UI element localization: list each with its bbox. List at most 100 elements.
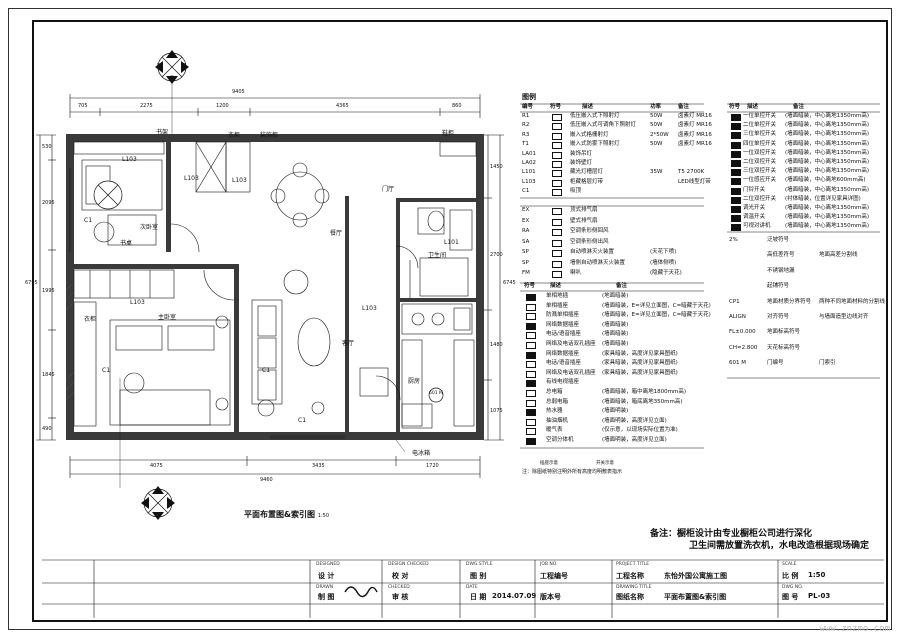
legend-symbol-icon	[552, 260, 562, 268]
label-bookshelf: 书架	[156, 129, 169, 136]
tag-l103: L103	[232, 177, 247, 184]
dim-right-4: 1075	[490, 408, 503, 414]
label-wardrobe-master: 衣柜	[84, 316, 97, 323]
legend-symbol-icon	[526, 351, 536, 359]
tb-date-label: DATE	[466, 585, 478, 590]
tb-dwgname: 平面布置图&索引图	[664, 593, 727, 601]
legend-symbol-icon	[552, 170, 562, 178]
dim-left-4: 1845	[42, 372, 55, 378]
legend-symbol-icon	[731, 141, 741, 149]
watermark: www.znzmo.com	[819, 624, 890, 634]
legend-symbol-icon	[731, 224, 741, 232]
legend-title: 图例	[522, 93, 536, 101]
plan-caption-scale: 1:50	[317, 513, 330, 519]
dim-top-1: 705	[78, 103, 88, 109]
drawing-border	[32, 20, 888, 622]
legend-outlet-row: 网络数据插座(墙面暗装)	[520, 321, 706, 330]
legend-symbol-icon	[526, 438, 536, 445]
dim-right-total: 6745	[503, 280, 516, 286]
legend-switch-row: 二位单控开关(墙面暗装，中心离地1350mm高)	[727, 121, 881, 131]
legend-symbol-icon	[526, 303, 536, 311]
legend-switch-row: 一位感应开关(墙面暗装，中心离地600mm高)	[727, 176, 881, 186]
legend-outlet-row: 网络及电话双孔插座(墙面暗装)	[520, 340, 706, 349]
legend-symbol-icon	[552, 239, 562, 247]
plan-caption-text: 平面布置图&索引图	[244, 510, 315, 519]
legend-switch-row: 一位双控开关(墙面暗装，中心离地1350mm高)	[727, 149, 881, 158]
legend-switch-row: 二位双控开关(墙面暗装，中心离地1350mm高)	[727, 158, 881, 167]
tb-designed-label: DESIGNED	[316, 562, 340, 567]
tb-date-key: 日 期	[470, 593, 487, 601]
label-foyer: 门厅	[382, 186, 395, 193]
legend-misc-row: 起铺符号	[767, 283, 790, 290]
tag-l103: L103	[362, 305, 377, 312]
tb-dwgtitle-label: DRAWING TITLE	[616, 585, 652, 590]
tb-checked-label: DESIGN CHECKED	[388, 562, 429, 567]
tag-l103: L103	[122, 156, 137, 163]
plan-caption: 平面布置图&索引图 1:50	[244, 509, 329, 520]
legend-outlet-row: 网络及电话双孔插座(家具暗装，高度详见家具图纸)	[520, 369, 706, 378]
legend-symbol-icon	[552, 208, 562, 215]
legend-symbol-icon	[731, 196, 741, 204]
legend-symbol-icon	[552, 161, 562, 168]
tb-drawn-label: DRAWN	[316, 585, 334, 590]
dim-top-3: 1200	[216, 103, 229, 109]
dim-bottom-2: 3435	[312, 463, 325, 469]
legend-switch-row: 一位单控开关(墙面暗装，中心离地1350mm高)	[727, 112, 881, 121]
legend-symbol-icon	[731, 160, 741, 167]
legend-outlet-row: 总电箱(墙面暗装，箱中离地1800mm高)	[520, 388, 706, 397]
dim-left-3: 1995	[42, 288, 55, 294]
legend-outlet-row: 有线电视插座	[520, 378, 706, 388]
legend-outlet-row: 热水器(墙面明装)	[520, 407, 706, 417]
legend-misc-row: 不锈钢地漏	[767, 267, 795, 274]
tb-approved-label: CHECKED	[388, 585, 410, 590]
legend-symbol-icon	[552, 151, 562, 159]
legend-symbol-icon	[552, 229, 562, 236]
tb-jobno: 工程编号	[540, 572, 568, 580]
tb-projname: 东怡外国公寓施工图	[664, 572, 727, 580]
legend-misc-row: 高低差符号地面高差分割线	[767, 252, 858, 259]
legend-symbol-icon	[552, 271, 562, 278]
legend-outlet-row: 暖气表(仅示意，以现场实际位置为准)	[520, 426, 706, 436]
tag-c1: C1	[102, 367, 111, 374]
legend-symbol-icon	[526, 342, 536, 349]
legend-symbol-icon	[731, 150, 741, 158]
index-letter-b: B	[183, 63, 187, 69]
label-desk: 书桌	[120, 240, 133, 247]
legend-symbol-icon	[552, 132, 562, 140]
note-line-2: 卫生间需放置洗衣机，水电改造根据现场确定	[689, 541, 870, 551]
legend-symbol-icon	[526, 294, 536, 301]
legend-symbol-icon	[552, 142, 562, 150]
tb-drawn: 制 图	[318, 593, 335, 601]
legend-symbol-icon	[526, 428, 536, 436]
dim-right-2: 2700	[490, 252, 503, 258]
tb-date: 2014.07.09	[492, 592, 537, 600]
legend-symbol-icon	[731, 206, 741, 213]
legend-misc-row: 2%泛坡符号	[729, 237, 790, 243]
label-bathroom: 卫生间	[428, 252, 447, 259]
tag-l103: L103	[130, 299, 145, 306]
sheet-frame	[8, 8, 892, 630]
dim-bottom-1: 4075	[150, 463, 163, 469]
tb-projname-key: 工程名称	[616, 572, 644, 580]
legend-symbol-icon	[526, 322, 536, 330]
legend-symbol-icon	[552, 218, 562, 226]
tb-dwgname-key: 图纸名称	[616, 593, 644, 601]
legend-symbol-icon	[731, 215, 741, 223]
legend-symbol-icon	[552, 114, 562, 121]
dim-top-2: 2275	[140, 103, 153, 109]
legend-symbol-icon	[526, 390, 536, 397]
tb-dwgstyle: 图 别	[470, 572, 487, 580]
label-master-bedroom: 主卧室	[158, 314, 177, 321]
label-dining: 餐厅	[330, 230, 343, 237]
legend-symbol-icon	[731, 178, 741, 186]
legend-outlet-row: 网络数据插座(家具暗装，高度详见家具图纸)	[520, 350, 706, 359]
door-index-tag: 601 M	[429, 391, 443, 396]
